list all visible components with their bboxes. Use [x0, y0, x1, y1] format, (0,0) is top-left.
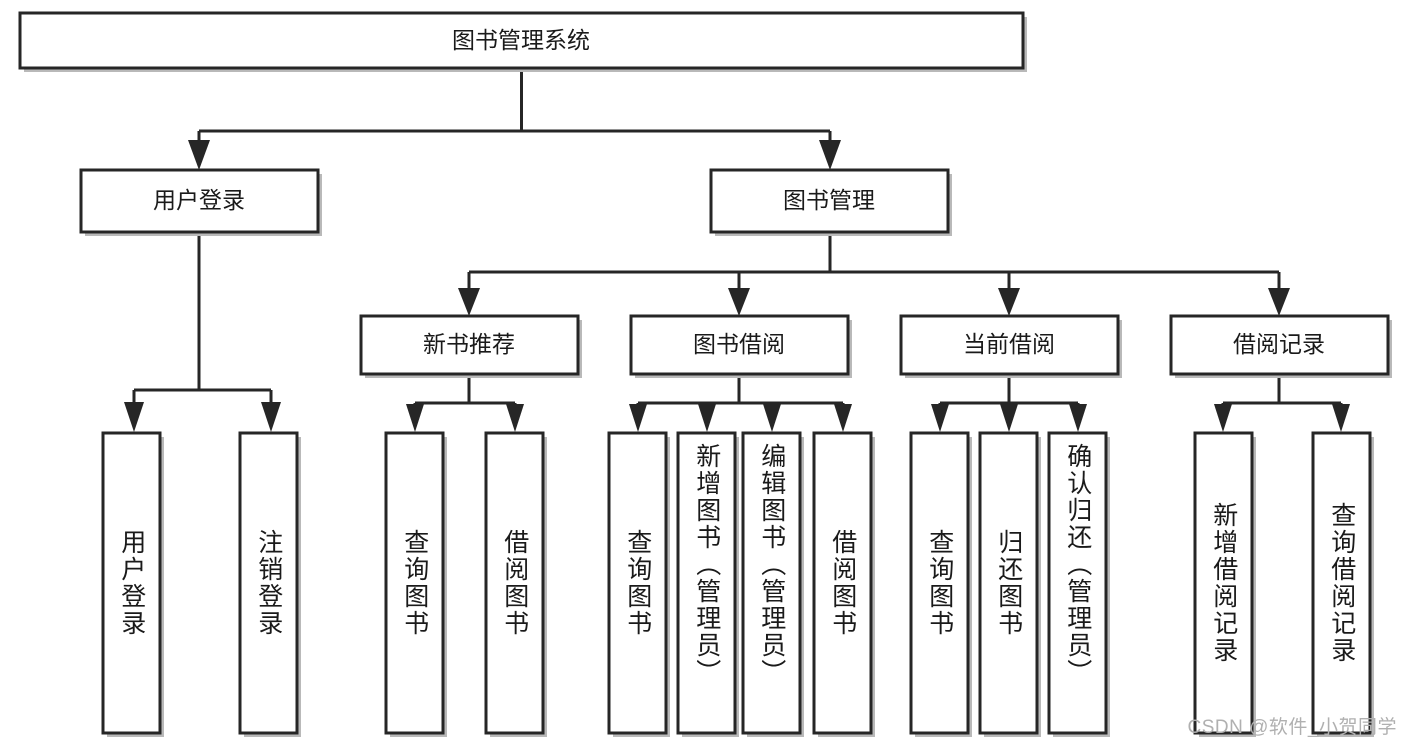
- csdn-watermark: CSDN @软件_小贺同学: [1187, 717, 1397, 738]
- node-leaf-logout-login[interactable]: [238, 431, 301, 737]
- arrowhead-icon-leaf-logout: [261, 402, 281, 432]
- node-leaf-return-book[interactable]: [978, 431, 1041, 737]
- leaf-node-group: [101, 431, 1374, 737]
- node-current-borrow[interactable]: 当前借阅: [899, 314, 1122, 378]
- arrowhead-icon-leaf-query-record: [1332, 404, 1350, 432]
- arrowhead-icon-book-management: [819, 140, 841, 170]
- arrowhead-group: [124, 140, 1350, 432]
- arrowhead-icon-leaf-edit-book: [763, 404, 781, 432]
- node-borrow-record[interactable]: 借阅记录: [1169, 314, 1392, 378]
- arrowhead-icon-leaf-borrow-book-1: [506, 404, 524, 432]
- node-borrow-record-label: 借阅记录: [1233, 331, 1325, 357]
- arrowhead-icon-leaf-query-book-2: [629, 404, 647, 432]
- node-leaf-confirm-return[interactable]: [1047, 431, 1110, 737]
- node-book-borrow[interactable]: 图书借阅: [629, 314, 852, 378]
- node-root-label: 图书管理系统: [452, 27, 590, 53]
- arrowhead-icon-user-login: [188, 140, 210, 170]
- node-root[interactable]: 图书管理系统: [18, 11, 1027, 72]
- arrowhead-icon-leaf-add-book: [698, 404, 716, 432]
- node-leaf-query-book-3[interactable]: [909, 431, 972, 737]
- node-book-management[interactable]: 图书管理: [709, 168, 952, 236]
- node-leaf-borrow-book-2[interactable]: [812, 431, 875, 737]
- node-user-login[interactable]: 用户登录: [79, 168, 322, 236]
- arrowhead-icon-leaf-query-book-1: [406, 404, 424, 432]
- arrowhead-icon-borrowrecord: [1268, 288, 1290, 316]
- arrowhead-icon-leaf-add-record: [1214, 404, 1232, 432]
- arrowhead-icon-leaf-query-book-3: [931, 404, 949, 432]
- node-user-login-label: 用户登录: [153, 187, 245, 213]
- arrowhead-icon-leaf-borrow-book-2: [834, 404, 852, 432]
- node-book-borrow-label: 图书借阅: [693, 331, 785, 357]
- node-leaf-edit-book[interactable]: [741, 431, 804, 737]
- arrowhead-icon-leaf-return-book: [1000, 404, 1018, 432]
- node-leaf-borrow-book-1[interactable]: [484, 431, 547, 737]
- node-leaf-query-book-1[interactable]: [384, 431, 447, 737]
- node-leaf-query-book-2[interactable]: [607, 431, 670, 737]
- arrowhead-icon-bookborrow: [728, 288, 750, 316]
- node-new-book-recommend-label: 新书推荐: [423, 331, 515, 357]
- arrowhead-icon-currentborrow: [998, 288, 1020, 316]
- arrowhead-icon-leaf-user-login: [124, 402, 144, 432]
- node-book-management-label: 图书管理: [783, 187, 875, 213]
- node-leaf-add-book[interactable]: [676, 431, 739, 737]
- node-leaf-add-record[interactable]: [1193, 431, 1256, 737]
- arrowhead-icon-newbook: [458, 288, 480, 316]
- node-leaf-user-login[interactable]: [101, 431, 164, 737]
- arrowhead-icon-leaf-confirm-return: [1069, 404, 1087, 432]
- node-current-borrow-label: 当前借阅: [963, 331, 1055, 357]
- node-leaf-query-record[interactable]: [1311, 431, 1374, 737]
- node-new-book-recommend[interactable]: 新书推荐: [359, 314, 582, 378]
